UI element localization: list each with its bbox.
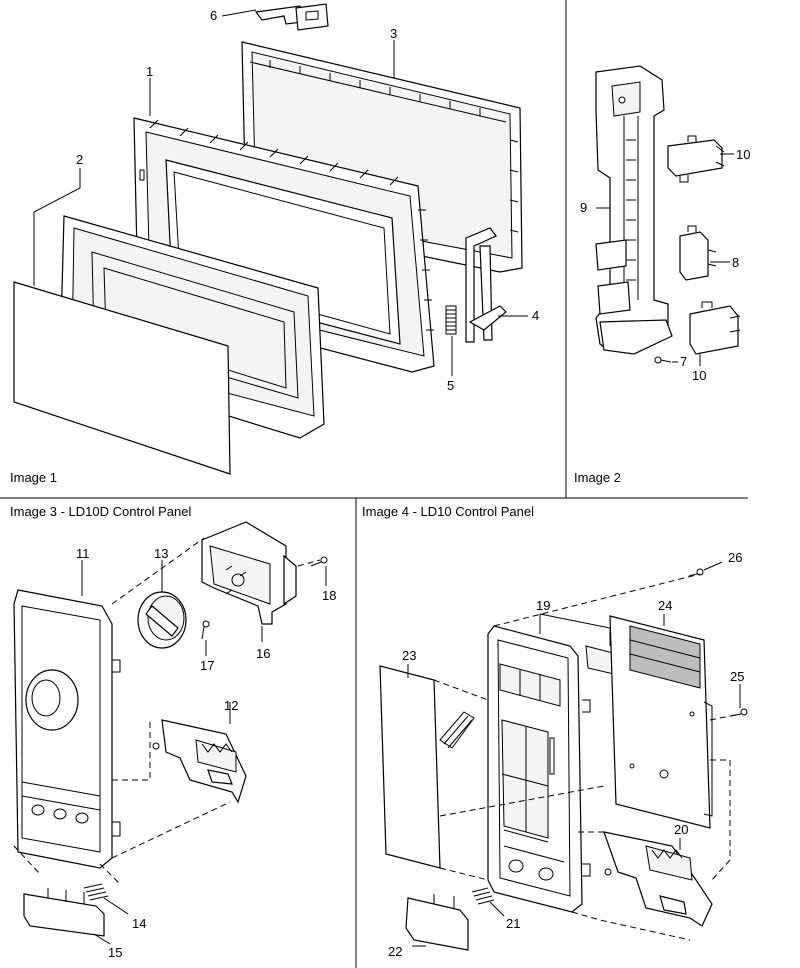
callout-15: 15	[108, 945, 122, 960]
callout-22: 22	[388, 944, 402, 959]
callout-12: 12	[224, 698, 238, 713]
part-19-control-panel-frame	[487, 625, 591, 913]
callout-24: 24	[658, 598, 672, 613]
caption-image-1: Image 1	[10, 470, 57, 485]
callout-3: 3	[390, 26, 397, 41]
part-10-switch-top	[667, 135, 725, 183]
callout-4: 4	[532, 308, 539, 323]
panel-dividers	[0, 0, 748, 968]
caption-image-3: Image 3 - LD10D Control Panel	[10, 504, 191, 519]
part-15-door-button	[23, 888, 105, 937]
callout-17: 17	[200, 658, 214, 673]
callout-14: 14	[132, 916, 146, 931]
callout-10-top: 10	[736, 147, 750, 162]
part-10-switch-bottom	[689, 301, 741, 355]
part-5-spring-icon	[445, 305, 457, 335]
callout-18: 18	[322, 588, 336, 603]
part-9-latch-board	[595, 65, 673, 355]
callout-8: 8	[732, 255, 739, 270]
callout-6: 6	[210, 8, 217, 23]
callout-21: 21	[506, 916, 520, 931]
caption-image-4: Image 4 - LD10 Control Panel	[362, 504, 534, 519]
part-17-screw-icon	[201, 620, 210, 640]
callout-9: 9	[580, 200, 587, 215]
part-4-latch-lever	[465, 227, 507, 343]
latch-holder-assembly	[595, 65, 741, 366]
callout-11: 11	[76, 546, 90, 561]
part-14-spring-icon	[83, 883, 109, 901]
part-16-timer-bracket	[201, 521, 297, 625]
part-24-pcb-board	[609, 615, 713, 829]
callout-16: 16	[256, 646, 270, 661]
outer-door-cover	[13, 281, 231, 475]
callout-2: 2	[76, 152, 83, 167]
callout-10-bottom: 10	[692, 368, 706, 383]
callout-25: 25	[730, 669, 744, 684]
part-8-switch	[679, 225, 717, 281]
part-7-screw-icon	[654, 356, 672, 364]
part-12-switch-holder	[152, 719, 247, 804]
callout-1: 1	[146, 64, 153, 79]
callout-20: 20	[674, 822, 688, 837]
part-11-control-panel-frame	[13, 589, 121, 869]
callout-26: 26	[728, 550, 742, 565]
callout-7: 7	[680, 354, 687, 369]
part-6-latch-hook	[254, 3, 329, 31]
part-20-switch-holder	[603, 831, 713, 927]
callout-19: 19	[536, 598, 550, 613]
ld10d-control-panel	[13, 521, 328, 945]
door-assembly	[13, 3, 528, 475]
callout-5: 5	[447, 378, 454, 393]
callout-13: 13	[154, 546, 168, 561]
part-26-screw-icon	[688, 568, 704, 577]
part-21-spring-icon	[471, 887, 495, 905]
caption-image-2: Image 2	[574, 470, 621, 485]
part-22-door-button	[405, 894, 469, 951]
callout-23: 23	[402, 648, 416, 663]
ld10-control-panel	[379, 561, 748, 951]
part-18-screw-icon	[310, 556, 328, 567]
part-23-membrane	[379, 665, 441, 869]
part-13-timer-knob-icon	[137, 591, 187, 649]
